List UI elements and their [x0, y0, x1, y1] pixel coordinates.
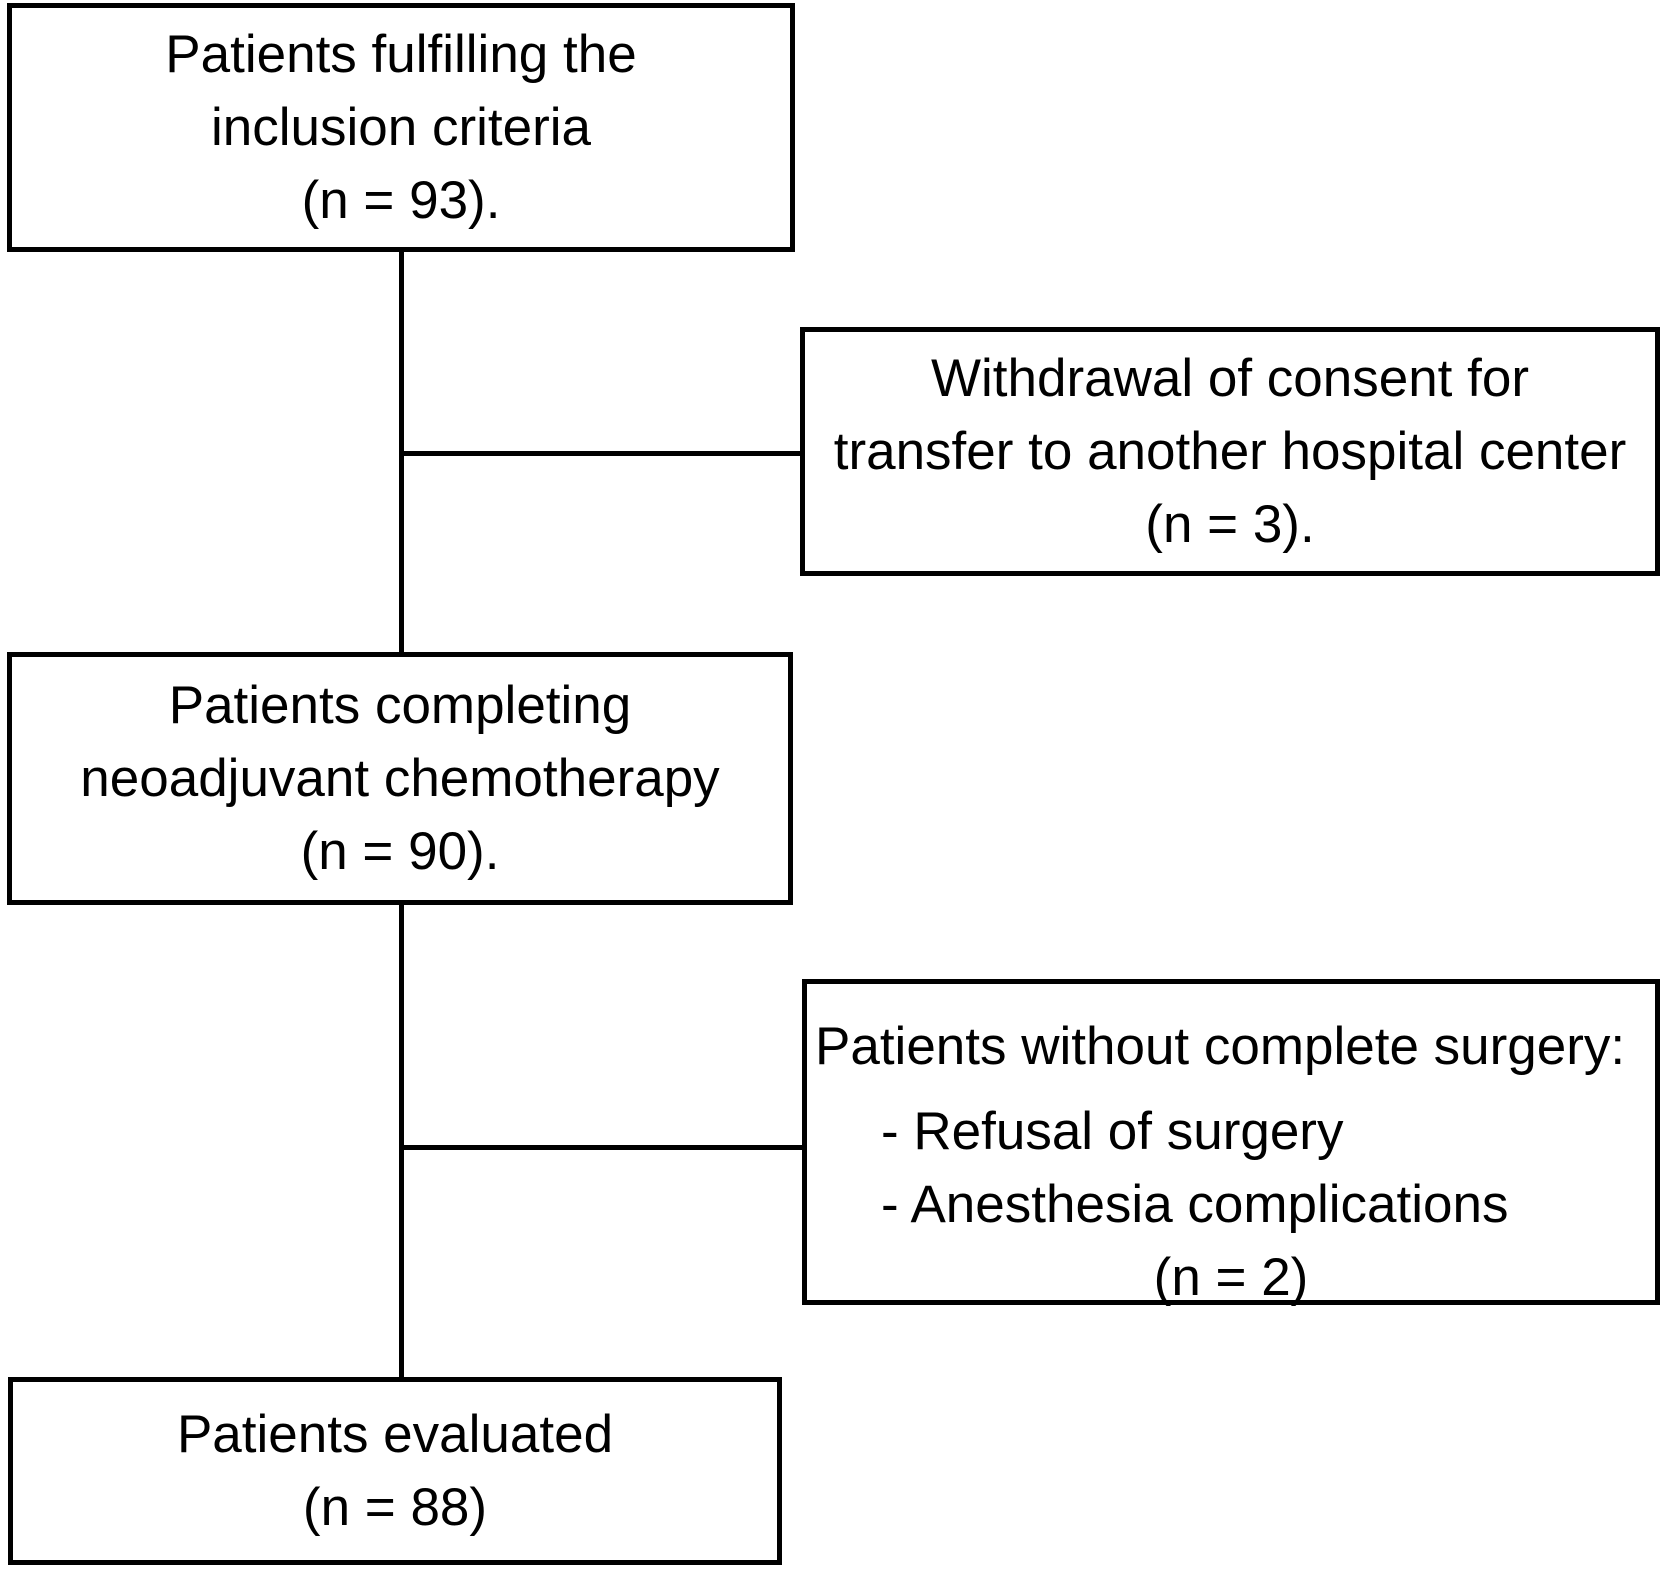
box-completing-chemotherapy: Patients completing neoadjuvant chemothe…	[7, 652, 793, 905]
box-text-line: transfer to another hospital center	[833, 422, 1627, 481]
box-text-line: Withdrawal of consent for	[931, 349, 1529, 408]
connector-branch-no-surgery	[401, 1145, 802, 1150]
box-text-line: Patients completing	[168, 676, 632, 735]
box-count-line: (n = 90).	[300, 822, 500, 881]
box-count-line: (n = 93).	[301, 171, 501, 230]
box-without-complete-surgery: Patients without complete surgery: - Ref…	[802, 979, 1660, 1307]
box-patients-evaluated: Patients evaluated (n = 88)	[8, 1377, 782, 1565]
box-count-line: (n = 2)	[1153, 1248, 1309, 1307]
box-count-line: (n = 88)	[302, 1478, 488, 1537]
box-patients-inclusion-criteria: Patients fulfilling the inclusion criter…	[7, 3, 795, 252]
box-text-line: Patients fulfilling the	[165, 25, 637, 84]
box-bullet-line: - Anesthesia complications	[881, 1175, 1509, 1234]
box-heading-line: Patients without complete surgery:	[815, 1017, 1626, 1076]
box-bullet-line: - Refusal of surgery	[881, 1102, 1344, 1161]
box-text-line: Patients evaluated	[176, 1405, 614, 1464]
connector-vertical-bottom	[399, 905, 404, 1377]
connector-branch-withdrawal	[401, 451, 800, 456]
box-text-line: neoadjuvant chemotherapy	[80, 749, 720, 808]
box-withdrawal-of-consent: Withdrawal of consent for transfer to an…	[800, 327, 1660, 576]
box-count-line: (n = 3).	[1145, 495, 1315, 554]
box-text-line: inclusion criteria	[211, 98, 591, 157]
